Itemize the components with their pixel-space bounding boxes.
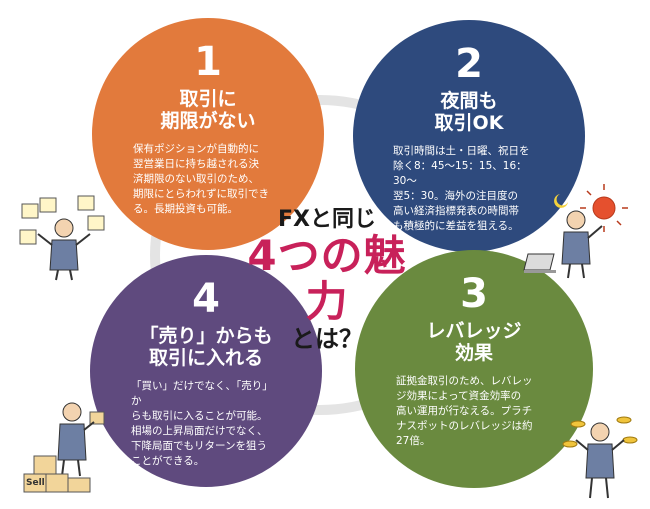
businessman-boxes-icon [23,402,105,493]
center-heading: FXと同じ 4つの魅力 とは？ [232,207,422,353]
center-line-2: 4つの魅力 [247,231,407,326]
point-3-body: 証拠金取引のため、レバレッ ジ効果によって資金効率の 高い運用が行なえる。プラチ… [396,375,533,447]
point-2-circle: 2 夜間も 取引OK 取引時間は土・日曜、祝日を 除く8：45〜15：15、16… [353,20,585,252]
point-3-title: レバレッジ 効果 [426,320,522,364]
point-2-number: 2 [455,41,483,87]
point-4-body: 「買い」だけでなく、「売り」か らも取引に入ることが可能。 相場の上昇局面だけで… [131,380,273,467]
point-3-number: 3 [460,271,488,317]
point-4-title: 「売り」からも 取引に入れる [139,325,273,369]
point-1-number: 1 [194,39,222,85]
businessman-coins-icon [562,416,638,499]
businessman-documents-icon [19,195,105,281]
center-line-1: FXと同じ [278,207,376,232]
center-line-3: とは？ [291,325,363,353]
point-1-body: 保有ポジションが自動的に 翌営業日に持ち越される決 済期限のない取引のため、 期… [133,143,269,215]
point-1-circle: 1 取引に 期限がない 保有ポジションが自動的に 翌営業日に持ち越される決 済期… [92,18,324,250]
point-1-title: 取引に 期限がない [160,88,256,132]
businessman-laptop-icon [523,184,628,279]
sell-box-label: Sell [26,478,45,488]
point-2-title: 夜間も 取引OK [434,90,504,134]
point-4-circle: 4 「売り」からも 取引に入れる 「買い」だけでなく、「売り」か らも取引に入る… [90,255,322,487]
point-3-circle: 3 レバレッジ 効果 証拠金取引のため、レバレッ ジ効果によって資金効率の 高い… [355,250,593,488]
point-4-number: 4 [192,276,220,322]
point-2-body: 取引時間は土・日曜、祝日を 除く8：45〜15：15、16：30〜 翌5：30。… [393,145,530,232]
